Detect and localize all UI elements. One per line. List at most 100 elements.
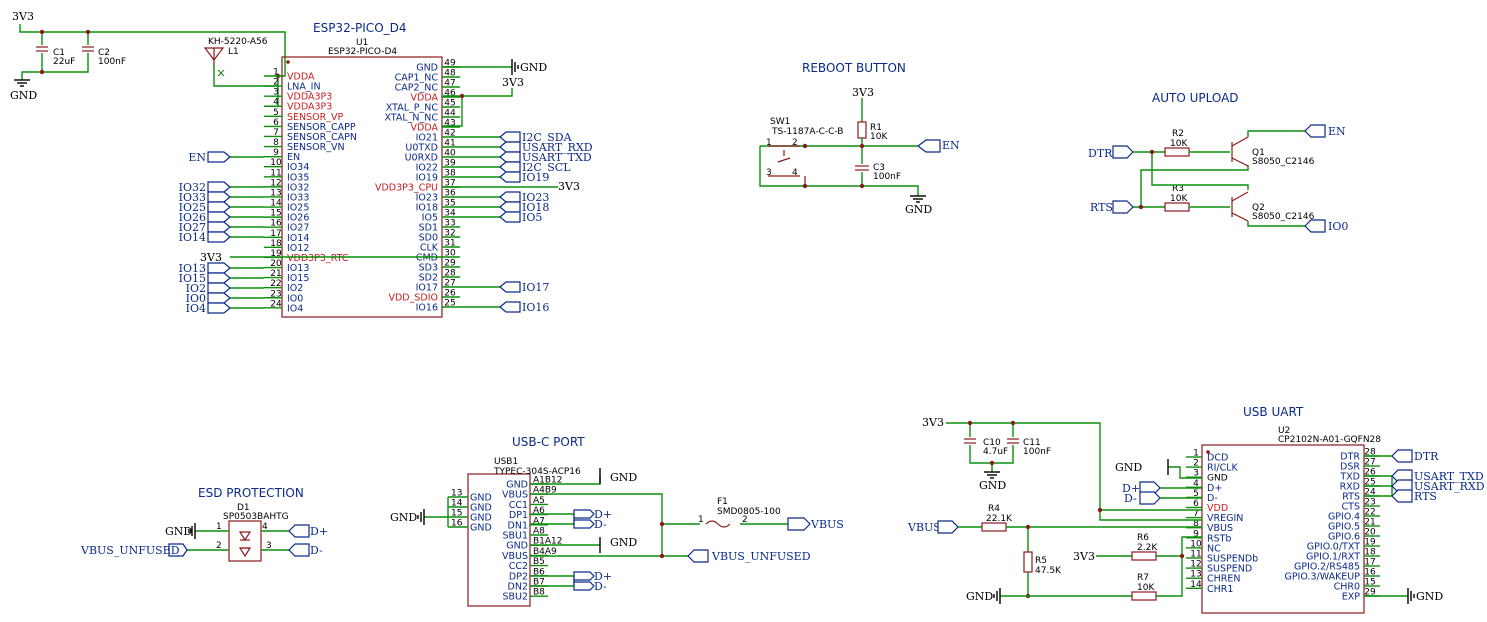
esp32-right-pin-number-32: 32 [444,229,455,239]
cp2102-left-pin-name-8: VBUS [1207,523,1233,534]
esp32-right-pin-number-39: 39 [444,159,456,169]
net-label-dp-esd: D+ [310,525,328,538]
esp32-left-net-flag-4 [207,211,231,223]
esp32-right-pin-name-33: SD1 [419,223,438,234]
wire-caps-bottom [41,53,89,73]
wire-q1-en [1247,130,1305,137]
cp2102-right-pin-name-29: EXP [1342,592,1361,603]
usbc-pin-number-B5: B5 [533,557,545,567]
r1-value: 10K [870,132,888,142]
esp32-right-net-labels: I2C_SDAUSART_RXDUSART_TXDI2C_SCLIO19IO23… [460,131,593,314]
esp32-right-pin-number-27: 27 [444,279,455,289]
wire-usbc-vbus-a [530,493,663,556]
capacitor-c10 [964,438,976,444]
esp32-left-pin-name-9: EN [287,152,300,163]
usbc-pin-number-A6: A6 [533,506,545,516]
esp32-right-pin-number-41: 41 [444,139,455,149]
transistor-q1 [1231,136,1249,167]
cp2102-right-pin-name-26: TXD [1339,472,1360,483]
esp32-right-net-label-0: I2C_SDA [522,131,573,144]
esp32-right-pin-number-44: 44 [444,109,456,119]
esp32-ref: U1 [356,38,368,48]
esp32-right-pin-number-47: 47 [444,79,455,89]
esp32-left-net-flag-7 [207,262,231,274]
cp2102-right-pin-number-27: 27 [1364,458,1375,468]
esp32-left-pin-name-24: IO4 [287,303,303,314]
esp32-right-net-flag-9 [499,301,521,313]
usbc-pin-number-A7: A7 [533,516,545,526]
fuse-f1 [705,520,731,528]
wire-q2-io0 [1247,221,1305,227]
usbc-pin-name-A4B9: VBUS [502,490,528,501]
c11-ref: C11 [1023,438,1041,448]
esp32-right-pin-name-39: IO22 [416,163,438,174]
esp32-left-net-label-4: IO26 [179,211,206,224]
usb-uart-section-title: USB UART [1243,405,1304,419]
esp32-right-pin-number-25: 25 [444,299,455,309]
esp32-left-pin-name-7: SENSOR_CAPN [287,132,357,143]
cp2102-left-pin-name-10: NC [1207,543,1221,554]
esp32-left-net-flag-10 [207,292,231,304]
esp32-right-net-flag-2 [499,151,521,163]
net-label-dp-uart: D+ [1122,482,1140,495]
cp2102-left-pin-name-6: VDD [1207,503,1228,514]
q1-ref: Q1 [1252,148,1265,158]
f1-ref: F1 [717,497,728,507]
usbc-pin-number-A1B12: A1B12 [533,476,563,486]
esp32-right-pin-number-43: 43 [444,119,455,129]
esp32-left-pin-name-6: SENSOR_CAPP [287,122,356,133]
usbc-pin-number-B8: B8 [533,588,545,598]
esp32-left-net-label-10: IO0 [186,292,206,305]
esp32-left-pin-number-4: 4 [273,98,279,108]
esp32-left-pin-name-18: IO12 [287,243,309,254]
esp32-right-net-label-7: IO5 [522,211,542,224]
cp2102-right-pin-name-21: GPIO.5 [1328,522,1360,533]
esp32-left-pin-name-15: IO26 [287,213,309,224]
esp32-right-pin-number-38: 38 [444,169,456,179]
esp32-right-pin-name-40: U0RXD [405,153,438,164]
sw1-value: TS-1187A-C-C-B [771,127,844,137]
usbc-shield-number-14: 14 [451,499,463,509]
esp32-right-net-flag-5 [499,191,521,203]
esp32-right-pin-number-33: 33 [444,219,455,229]
net-flag-dp-esd [288,524,310,538]
esp32-left-pin-number-15: 15 [270,209,281,219]
esp32-right-pin-name-34: IO5 [422,213,438,224]
c2-value: 100nF [98,57,126,67]
net-flag-dn-usbc-2 [573,581,595,591]
esp32-left-net-label-8: IO15 [179,272,206,285]
resistor-r1 [857,121,867,139]
esp32-right-pin-number-30: 30 [444,249,456,259]
wire-uart-3v3 [946,422,1202,511]
resistor-r2 [1164,147,1190,157]
esp32-right-pin-name-41: U0TXD [405,143,438,154]
esp32-left-net-flag-1 [207,181,231,193]
cp2102-left-pin-name-2: RI/CLK [1207,463,1239,474]
usbc-pin-name-B1A12: GND [506,541,528,552]
cp2102-left-pin-number-11: 11 [1190,550,1201,560]
cp2102-left-pin-name-12: SUSPEND [1207,564,1252,575]
capacitor-c3 [855,165,869,171]
r7-value: 10K [1137,583,1155,593]
usbc-shield-name-14: GND [470,503,492,514]
cp2102-right-pin-name-15: CHR0 [1334,582,1360,593]
esp32-left-pin-number-14: 14 [270,199,282,209]
cp2102-left-pin-number-6: 6 [1193,499,1199,509]
r5-ref: R5 [1035,556,1047,566]
cp2102-left-pin-name-14: CHR1 [1207,584,1233,595]
net-flag-vbus-uart [937,520,959,534]
esp32-left-pin-number-11: 11 [270,168,281,178]
esp32-right-net-label-1: USART_RXD [522,141,593,154]
esd-chip-body [228,520,262,562]
usbc-shield-name-16: GND [470,523,492,534]
esp32-left-pin-name-5: SENSOR_VP [287,112,343,123]
esd-pin-3: 3 [266,541,272,551]
esp32-left-net-flag-11 [207,302,231,314]
esp32-left-net-label-0: EN [188,151,206,164]
cp2102-left-pin-number-3: 3 [1193,469,1199,479]
esp32-right-net-flag-4 [499,171,521,183]
esp32-right-pin-name-30: CMD [416,253,438,264]
sw1-ref: SW1 [770,117,790,127]
f1-pin-1: 1 [698,515,704,525]
